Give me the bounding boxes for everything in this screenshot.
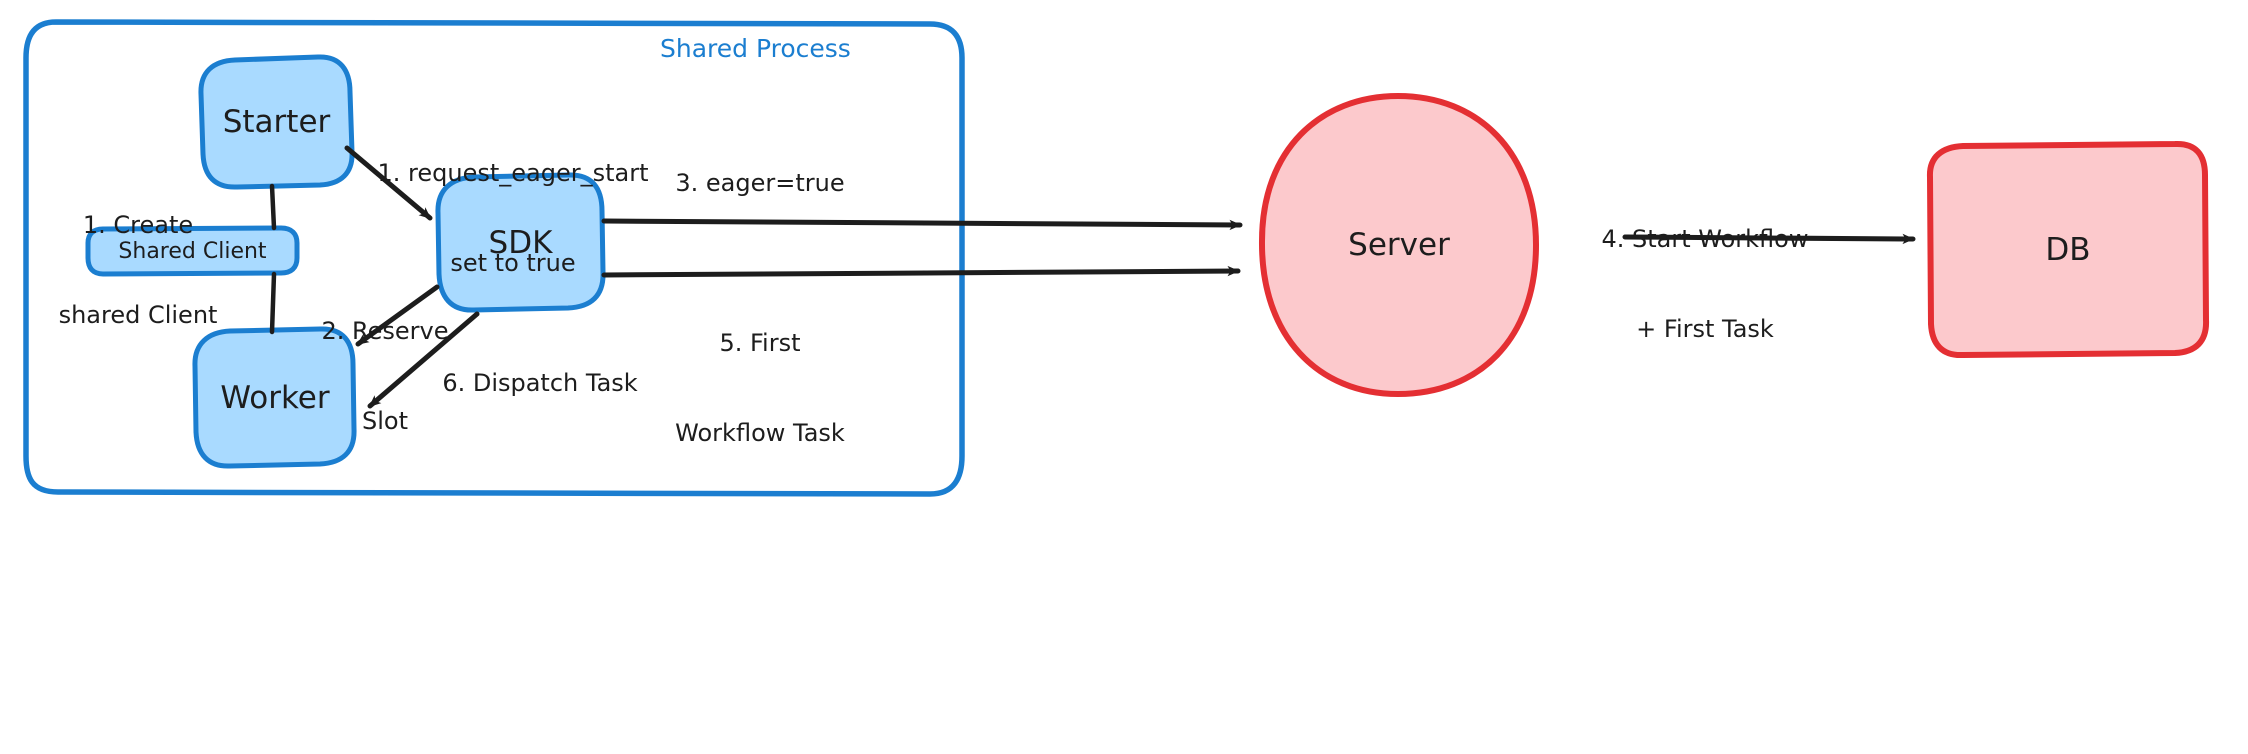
edge-sdk-worker-dispatch-task <box>367 311 480 409</box>
node-server-shape[interactable] <box>1258 93 1539 397</box>
edge-starter-shared-client <box>269 183 277 231</box>
node-db-shape[interactable] <box>1926 140 2210 359</box>
edge-sdk-worker-reserve-slot <box>355 284 440 347</box>
edge-shared-client-worker <box>269 271 277 335</box>
edge-server-db-start-workflow <box>1622 233 1916 245</box>
node-shared-client-shape[interactable] <box>85 225 300 277</box>
node-db-label[interactable]: DB <box>2045 232 2091 268</box>
edge-starter-sdk <box>344 145 433 221</box>
edge-sdk-server-first-workflow-task <box>601 265 1241 278</box>
edge-sdk-server-eager-true <box>601 218 1243 231</box>
node-starter-label[interactable]: Starter <box>222 104 331 140</box>
shared-process-container <box>23 19 965 497</box>
shared-process-label: Shared Process <box>660 34 851 63</box>
node-server-label[interactable]: Server <box>1348 227 1450 263</box>
node-shared-client-label[interactable]: Shared Client <box>118 238 267 264</box>
node-worker-shape[interactable] <box>192 326 357 469</box>
node-starter-shape[interactable] <box>198 54 355 190</box>
node-worker-label[interactable]: Worker <box>220 379 330 416</box>
node-sdk-shape[interactable] <box>435 172 606 313</box>
node-sdk-label[interactable]: SDK <box>488 225 553 261</box>
